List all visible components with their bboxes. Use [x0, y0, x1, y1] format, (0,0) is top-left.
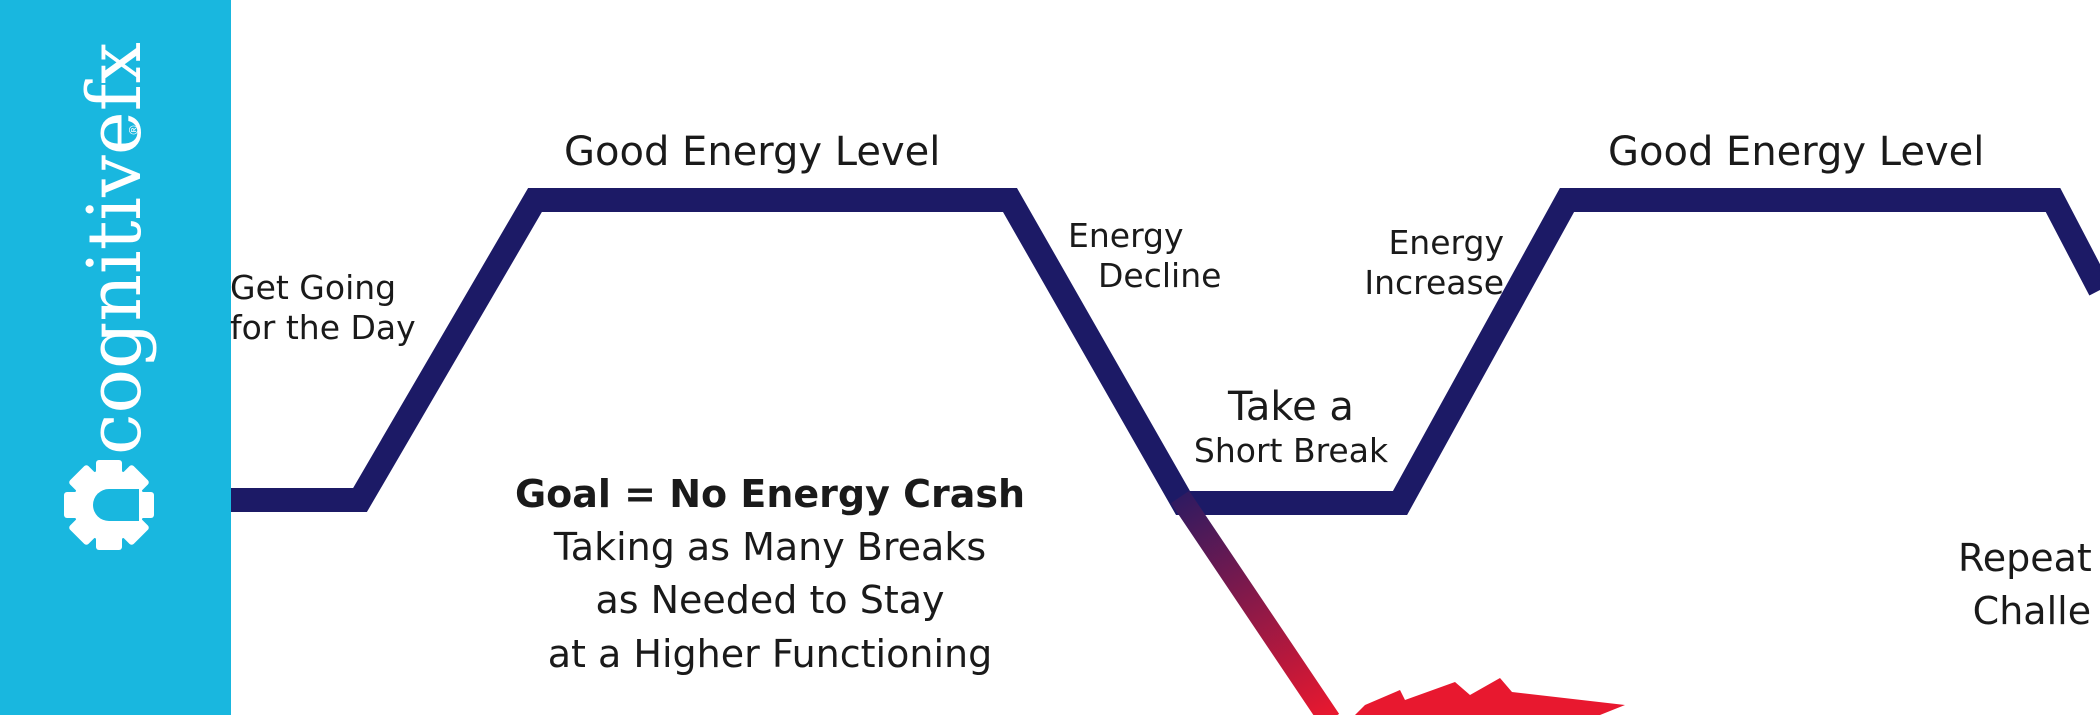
goal-line2: as Needed to Stay — [595, 578, 945, 623]
goal-line3: at a Higher Functioning — [547, 631, 993, 676]
label-get-going: Get Going for the Day — [230, 268, 416, 347]
logo-wordmark: cognitivefx — [72, 42, 158, 455]
label-short-break: Take a Short Break — [1182, 383, 1400, 471]
label-increase-line1: Energy — [1388, 223, 1504, 262]
label-repeat-challenge: Repeat Challe — [1958, 532, 2092, 638]
gear-icon — [64, 460, 154, 550]
goal-title: Goal = No Energy Crash — [514, 472, 1026, 516]
repeat-line2: Challe — [1972, 589, 2092, 634]
label-good-energy-2: Good Energy Level — [1608, 129, 1985, 175]
label-get-going-line1: Get Going — [230, 268, 397, 307]
logo-word-plain: cognitivefx — [72, 42, 158, 455]
repeat-line1: Repeat — [1958, 536, 2092, 580]
label-break-line1: Take a — [1228, 384, 1354, 430]
crash-burst-icon — [1355, 678, 1625, 715]
label-energy-decline: Energy Decline — [1068, 216, 1221, 295]
goal-text-block: Goal = No Energy Crash Taking as Many Br… — [470, 468, 1070, 681]
label-decline-line2: Decline — [1098, 255, 1222, 295]
crash-line — [1170, 490, 1340, 715]
cognitivefx-logo: cognitivefx ® — [64, 42, 158, 550]
brand-sidebar — [0, 0, 231, 715]
logo-registered-mark: ® — [127, 124, 141, 136]
label-energy-increase: Energy Increase — [1346, 223, 1504, 302]
label-increase-line2: Increase — [1364, 262, 1504, 302]
goal-line1: Taking as Many Breaks — [553, 525, 987, 570]
label-break-line2: Short Break — [1193, 431, 1389, 470]
label-get-going-line2: for the Day — [230, 307, 416, 347]
label-decline-line1: Energy — [1068, 216, 1184, 255]
label-good-energy-1: Good Energy Level — [564, 129, 941, 175]
